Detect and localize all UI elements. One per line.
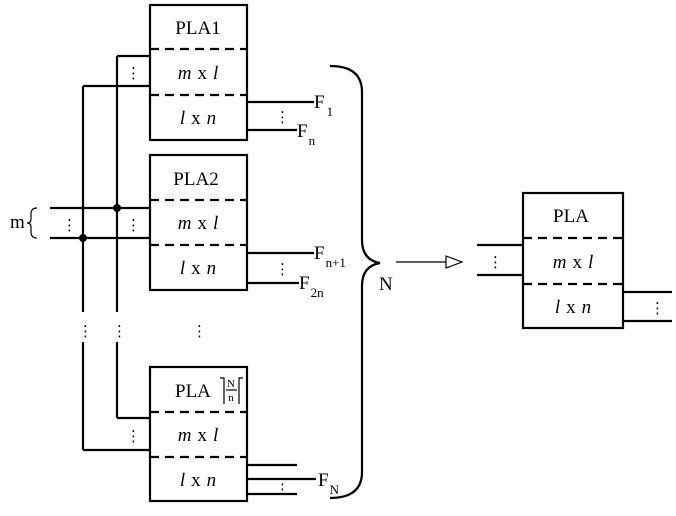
pla2-title: PLA2 [173,169,218,190]
plaN-box [148,365,249,503]
result-output-ellipsis: ⋮ [650,299,665,317]
result-pla-box [521,191,625,330]
input-ellipsis: ⋮ [62,216,77,234]
ceiling-denominator: n [228,392,234,404]
input-brace [26,207,38,239]
blocks-ellipsis: ⋮ [192,322,207,340]
output-fn-label: Fn [297,121,316,148]
plaN-ceiling-fraction: N n [220,377,243,404]
result-pla-title: PLA [553,206,589,227]
transform-arrow [396,255,464,269]
plaN-title: PLA [175,381,211,402]
brace-label: N [379,274,393,295]
input-label-group: m [10,207,38,239]
pla2-input-ellipsis: ⋮ [126,216,141,234]
output-fN-label: FN [318,470,340,497]
pla1-box [148,3,249,142]
rail-outer-ellipsis: ⋮ [78,322,93,340]
rail-inner-ellipsis: ⋮ [112,322,127,340]
outputs-brace [329,64,381,500]
plaN-input-ellipsis: ⋮ [126,427,141,445]
junction-dot-upper [113,204,121,212]
input-label: m [10,212,25,233]
pla2-output-ellipsis: ⋮ [275,260,290,278]
plaN-output-ellipsis: ⋮ [275,475,290,493]
pla1-input-ellipsis: ⋮ [126,64,141,82]
pla1-title: PLA1 [175,18,220,39]
input-bus: ⋮ ⋮ ⋮ ⋮ ⋮ ⋮ ⋮ [50,54,207,452]
result-input-ellipsis: ⋮ [488,253,503,271]
pla1-output-ellipsis: ⋮ [275,108,290,126]
arrow-head [445,255,464,269]
junction-dot-lower [79,234,87,242]
output-fn1-label: Fn+1 [314,243,346,270]
pla2-box [148,153,249,292]
ceiling-numerator: N [227,378,235,390]
output-f2n-label: F2n [299,273,324,300]
